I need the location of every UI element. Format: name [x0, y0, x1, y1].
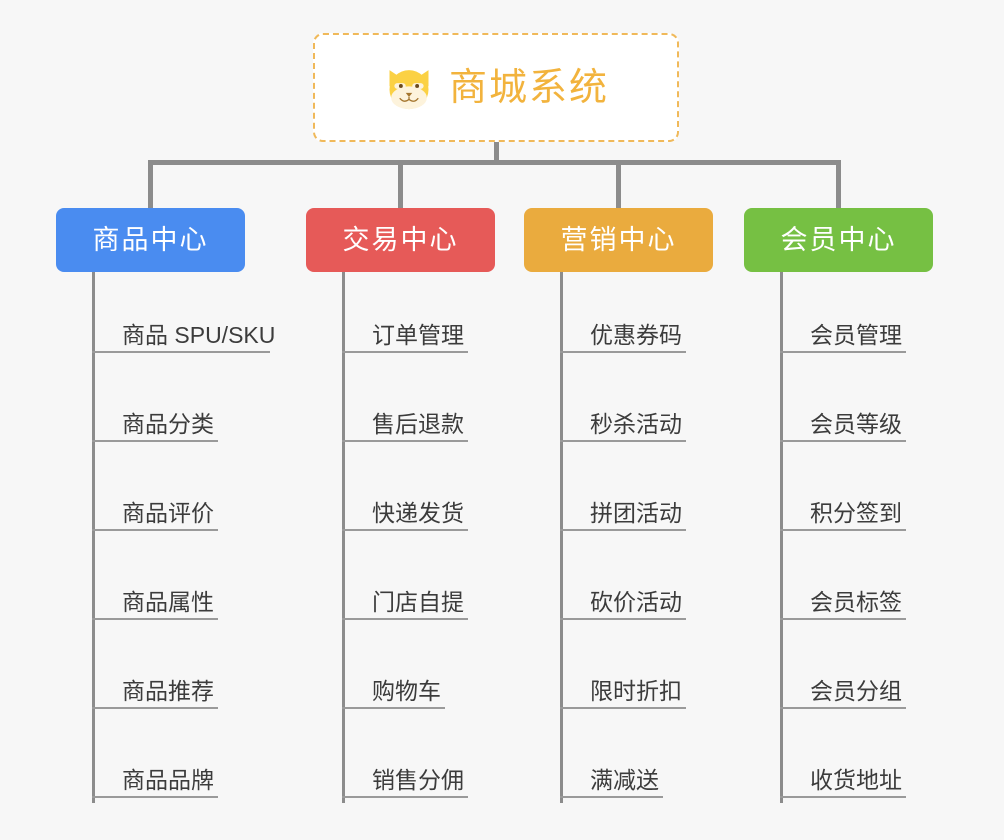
connector-horizontal-bus	[148, 160, 840, 165]
connector-drop-3	[616, 160, 621, 208]
leaf-label: 商品属性	[122, 589, 214, 615]
leaf-underline	[560, 707, 686, 709]
leaf-underline	[780, 351, 906, 353]
leaf-underline	[342, 529, 468, 531]
branch-node-4[interactable]: 会员中心	[744, 208, 933, 272]
leaf-label: 售后退款	[372, 411, 464, 437]
branch-node-3[interactable]: 营销中心	[524, 208, 713, 272]
leaf-label: 商品推荐	[122, 678, 214, 704]
leaf-underline	[92, 707, 218, 709]
leaf-underline	[560, 440, 686, 442]
leaf-underline	[780, 796, 906, 798]
leaf-underline	[780, 440, 906, 442]
leaf-label: 满减送	[590, 767, 659, 793]
leaf-label: 砍价活动	[590, 589, 682, 615]
leaf-spine	[780, 272, 783, 803]
leaf-underline	[92, 440, 218, 442]
leaf-underline	[92, 796, 218, 798]
leaf-label: 会员分组	[810, 678, 902, 704]
leaf-label: 商品 SPU/SKU	[122, 322, 276, 348]
leaf-underline	[780, 618, 906, 620]
leaf-spine	[342, 272, 345, 803]
leaf-underline	[342, 707, 445, 709]
leaf-label: 拼团活动	[590, 500, 682, 526]
branch-label: 交易中心	[342, 224, 459, 255]
leaf-label: 门店自提	[372, 589, 464, 615]
connector-drop-1	[148, 160, 153, 208]
branch-label: 会员中心	[780, 224, 897, 255]
leaf-spine	[92, 272, 95, 803]
leaf-underline	[560, 351, 686, 353]
leaf-label: 会员管理	[810, 322, 902, 348]
branch-label: 商品中心	[92, 224, 209, 255]
root-node[interactable]: 商城系统	[313, 33, 679, 142]
branch-node-1[interactable]: 商品中心	[56, 208, 245, 272]
leaf-underline	[780, 707, 906, 709]
connector-root-stem	[494, 142, 499, 164]
branch-label: 营销中心	[560, 224, 677, 255]
leaf-label: 秒杀活动	[590, 411, 682, 437]
leaf-label: 商品分类	[122, 411, 214, 437]
leaf-label: 订单管理	[372, 322, 464, 348]
leaf-underline	[560, 618, 686, 620]
branch-node-2[interactable]: 交易中心	[306, 208, 495, 272]
leaf-underline	[560, 529, 686, 531]
leaf-label: 商品品牌	[122, 767, 214, 793]
leaf-underline	[342, 796, 468, 798]
leaf-label: 会员标签	[810, 589, 902, 615]
leaf-underline	[342, 440, 468, 442]
leaf-underline	[92, 351, 270, 353]
leaf-label: 优惠券码	[590, 322, 682, 348]
leaf-underline	[92, 618, 218, 620]
connector-drop-2	[398, 160, 403, 208]
shiba-dog-icon	[383, 62, 435, 114]
leaf-underline	[560, 796, 663, 798]
leaf-spine	[560, 272, 563, 803]
leaf-label: 会员等级	[810, 411, 902, 437]
leaf-label: 限时折扣	[590, 678, 682, 704]
leaf-label: 商品评价	[122, 500, 214, 526]
leaf-label: 收货地址	[810, 767, 902, 793]
leaf-underline	[342, 618, 468, 620]
leaf-label: 销售分佣	[372, 767, 464, 793]
root-title: 商城系统	[448, 66, 609, 109]
leaf-label: 积分签到	[810, 500, 902, 526]
connector-drop-4	[836, 160, 841, 208]
leaf-underline	[92, 529, 218, 531]
leaf-label: 购物车	[372, 678, 441, 704]
leaf-label: 快递发货	[372, 500, 464, 526]
leaf-underline	[342, 351, 468, 353]
leaf-underline	[780, 529, 906, 531]
